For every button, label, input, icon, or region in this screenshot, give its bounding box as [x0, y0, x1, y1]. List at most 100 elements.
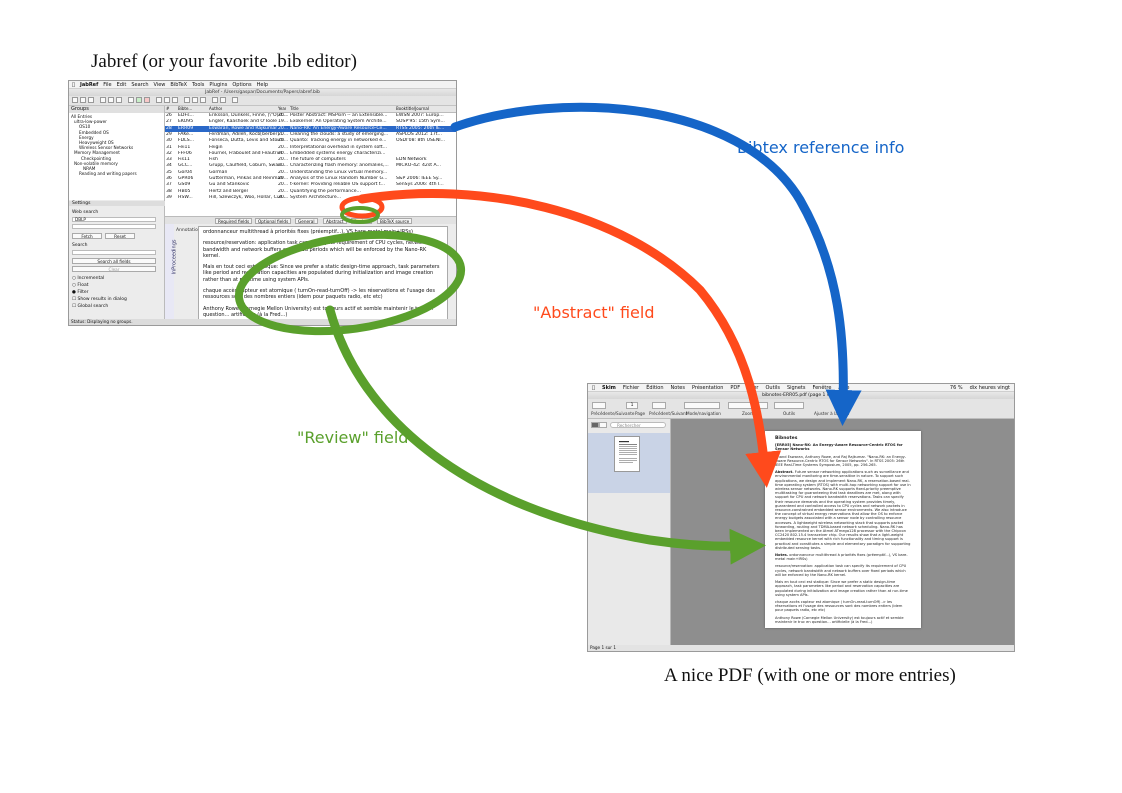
menu-outils[interactable]: Outils: [762, 384, 779, 391]
redo-icon[interactable]: [220, 97, 226, 103]
tree-item[interactable]: Heavyweight OS: [79, 140, 114, 146]
menu-options[interactable]: Options: [229, 81, 251, 88]
tab-general[interactable]: General: [295, 218, 318, 224]
menu-presentation[interactable]: Présentation: [688, 384, 723, 391]
search-icon[interactable]: [128, 97, 134, 103]
menu-edit[interactable]: Edit: [113, 81, 127, 88]
web-icon[interactable]: [200, 97, 206, 103]
display-mode-buttons[interactable]: [684, 402, 720, 409]
edit-icon[interactable]: [156, 97, 162, 103]
menu-notes[interactable]: Notes: [667, 384, 685, 391]
menu-plugins[interactable]: Plugins: [206, 81, 227, 88]
tab-optional-fields[interactable]: Optional fields: [255, 218, 292, 224]
tree-item[interactable]: All Entries: [71, 114, 93, 119]
mark-icon[interactable]: [164, 97, 170, 103]
save-icon[interactable]: [88, 97, 94, 103]
settings-label[interactable]: Settings: [69, 201, 167, 206]
menu-signets[interactable]: Signets: [783, 384, 806, 391]
delete-entry-icon[interactable]: [144, 97, 150, 103]
tree-item[interactable]: Reading and writing papers: [79, 171, 137, 177]
menu-jabref[interactable]: JabRef: [77, 81, 98, 88]
column-header[interactable]: #: [166, 106, 170, 111]
tree-item[interactable]: Non-volatile memory: [74, 160, 118, 166]
option-filter[interactable]: ● Filter: [72, 290, 89, 295]
option-global-search[interactable]: ☐ Global search: [72, 304, 109, 309]
web-search-input[interactable]: [72, 224, 156, 229]
column-header[interactable]: Year: [278, 106, 287, 111]
menu-bibtex[interactable]: BibTeX: [167, 81, 187, 88]
paste-icon[interactable]: [116, 97, 122, 103]
reset-button[interactable]: Reset: [105, 233, 135, 239]
clear-button[interactable]: Clear: [72, 266, 156, 272]
tab-required-fields[interactable]: Required fields: [215, 218, 253, 224]
review-field[interactable]: ordonnanceur multithread à priorités fix…: [198, 226, 448, 322]
menu-fenetre[interactable]: Fenêtre: [809, 384, 832, 391]
cut-icon[interactable]: [100, 97, 106, 103]
tree-item[interactable]: Checkpointing: [81, 155, 112, 161]
undo-icon[interactable]: [212, 97, 218, 103]
column-header[interactable]: Booktitle/Journal: [396, 106, 429, 111]
tree-item[interactable]: Memory Management: [74, 150, 120, 156]
menu-skim[interactable]: Skim: [599, 384, 616, 391]
fetch-button[interactable]: Fetch: [72, 233, 102, 239]
apple-icon[interactable]: : [72, 82, 75, 88]
column-header[interactable]: Title: [290, 106, 299, 111]
column-header[interactable]: Bibte...: [178, 106, 193, 111]
new-icon[interactable]: [72, 97, 78, 103]
page-thumbnail-selected[interactable]: [588, 433, 670, 493]
menu-file[interactable]: File: [100, 81, 111, 88]
column-header[interactable]: Author: [209, 106, 223, 111]
menu-help[interactable]: Help: [253, 81, 268, 88]
tree-item[interactable]: Energy: [79, 134, 94, 140]
search-input[interactable]: [72, 250, 156, 255]
add-entry-icon[interactable]: [136, 97, 142, 103]
page-number-field[interactable]: 1: [626, 402, 638, 409]
preview-icon[interactable]: [184, 97, 190, 103]
zoom-buttons[interactable]: [728, 402, 768, 409]
menu-aide[interactable]: Aide: [835, 384, 849, 391]
option-show-results[interactable]: ☐ Show results in dialog: [72, 297, 127, 302]
menu-pdf[interactable]: PDF: [727, 384, 740, 391]
open-icon[interactable]: [80, 97, 86, 103]
option-float[interactable]: ○ Float: [72, 283, 89, 288]
tree-item[interactable]: NRAM: [83, 166, 96, 172]
menu-edition[interactable]: Édition: [643, 384, 663, 391]
tree-item[interactable]: Wireless Sensor Networks: [79, 145, 134, 151]
back-forward-button[interactable]: [652, 402, 666, 409]
option-incremental[interactable]: ○ Incremental: [72, 276, 105, 281]
menu-search[interactable]: Search: [128, 81, 148, 88]
web-search-source[interactable]: DBLP: [72, 217, 156, 222]
copy-icon[interactable]: [108, 97, 114, 103]
menu-tools[interactable]: Tools: [189, 81, 204, 88]
menu-fichier[interactable]: Fichier: [619, 384, 639, 391]
menu-view[interactable]: View: [150, 81, 166, 88]
menu-aller[interactable]: Aller: [744, 384, 758, 391]
tree-item[interactable]: OS10: [79, 124, 91, 130]
prev-next-button[interactable]: [592, 402, 606, 409]
apple-icon[interactable]: : [592, 385, 595, 391]
thumbnails-view-button[interactable]: [591, 422, 599, 428]
pdf-search-input[interactable]: Rechercher: [610, 422, 666, 428]
help-icon[interactable]: [232, 97, 238, 103]
group-icon[interactable]: [172, 97, 178, 103]
pdf-icon[interactable]: [192, 97, 198, 103]
search-all-fields-button[interactable]: Search all fields: [72, 258, 156, 264]
tree-item[interactable]: ultra-low-power: [74, 119, 107, 125]
tree-item[interactable]: Embedded OS: [79, 129, 109, 135]
outline-view-button[interactable]: [599, 422, 607, 428]
tool-buttons[interactable]: [774, 402, 804, 409]
